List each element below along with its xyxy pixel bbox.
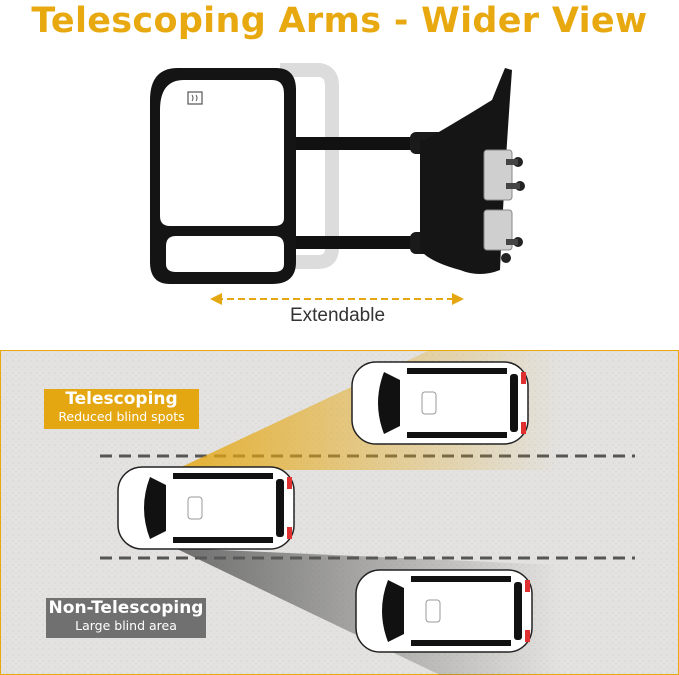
mirror-glass-spotter	[166, 236, 284, 272]
non-telescoping-label: Non-Telescoping	[48, 598, 204, 618]
mirror-heater-icon	[187, 91, 203, 105]
telescoping-badge: Telescoping Reduced blind spots	[44, 389, 199, 429]
non-telescoping-badge: Non-Telescoping Large blind area	[46, 598, 206, 638]
page-title: Telescoping Arms - Wider View	[31, 1, 648, 41]
telescoping-sub: Reduced blind spots	[58, 409, 185, 424]
mounting-hardware	[483, 149, 525, 263]
telescoping-label: Telescoping	[65, 389, 178, 409]
car-top-right	[351, 361, 529, 445]
non-telescoping-sub: Large blind area	[75, 618, 177, 633]
extendable-arrow	[210, 293, 464, 305]
lower-arm	[283, 236, 433, 249]
extended-position-ghost	[280, 63, 339, 269]
car-middle-own	[117, 466, 295, 550]
extendable-label: Extendable	[289, 305, 386, 326]
tow-mirror-illustration	[150, 63, 525, 305]
car-bottom-right	[355, 569, 533, 653]
upper-arm	[283, 137, 433, 150]
mirror-glass-main	[160, 80, 284, 226]
